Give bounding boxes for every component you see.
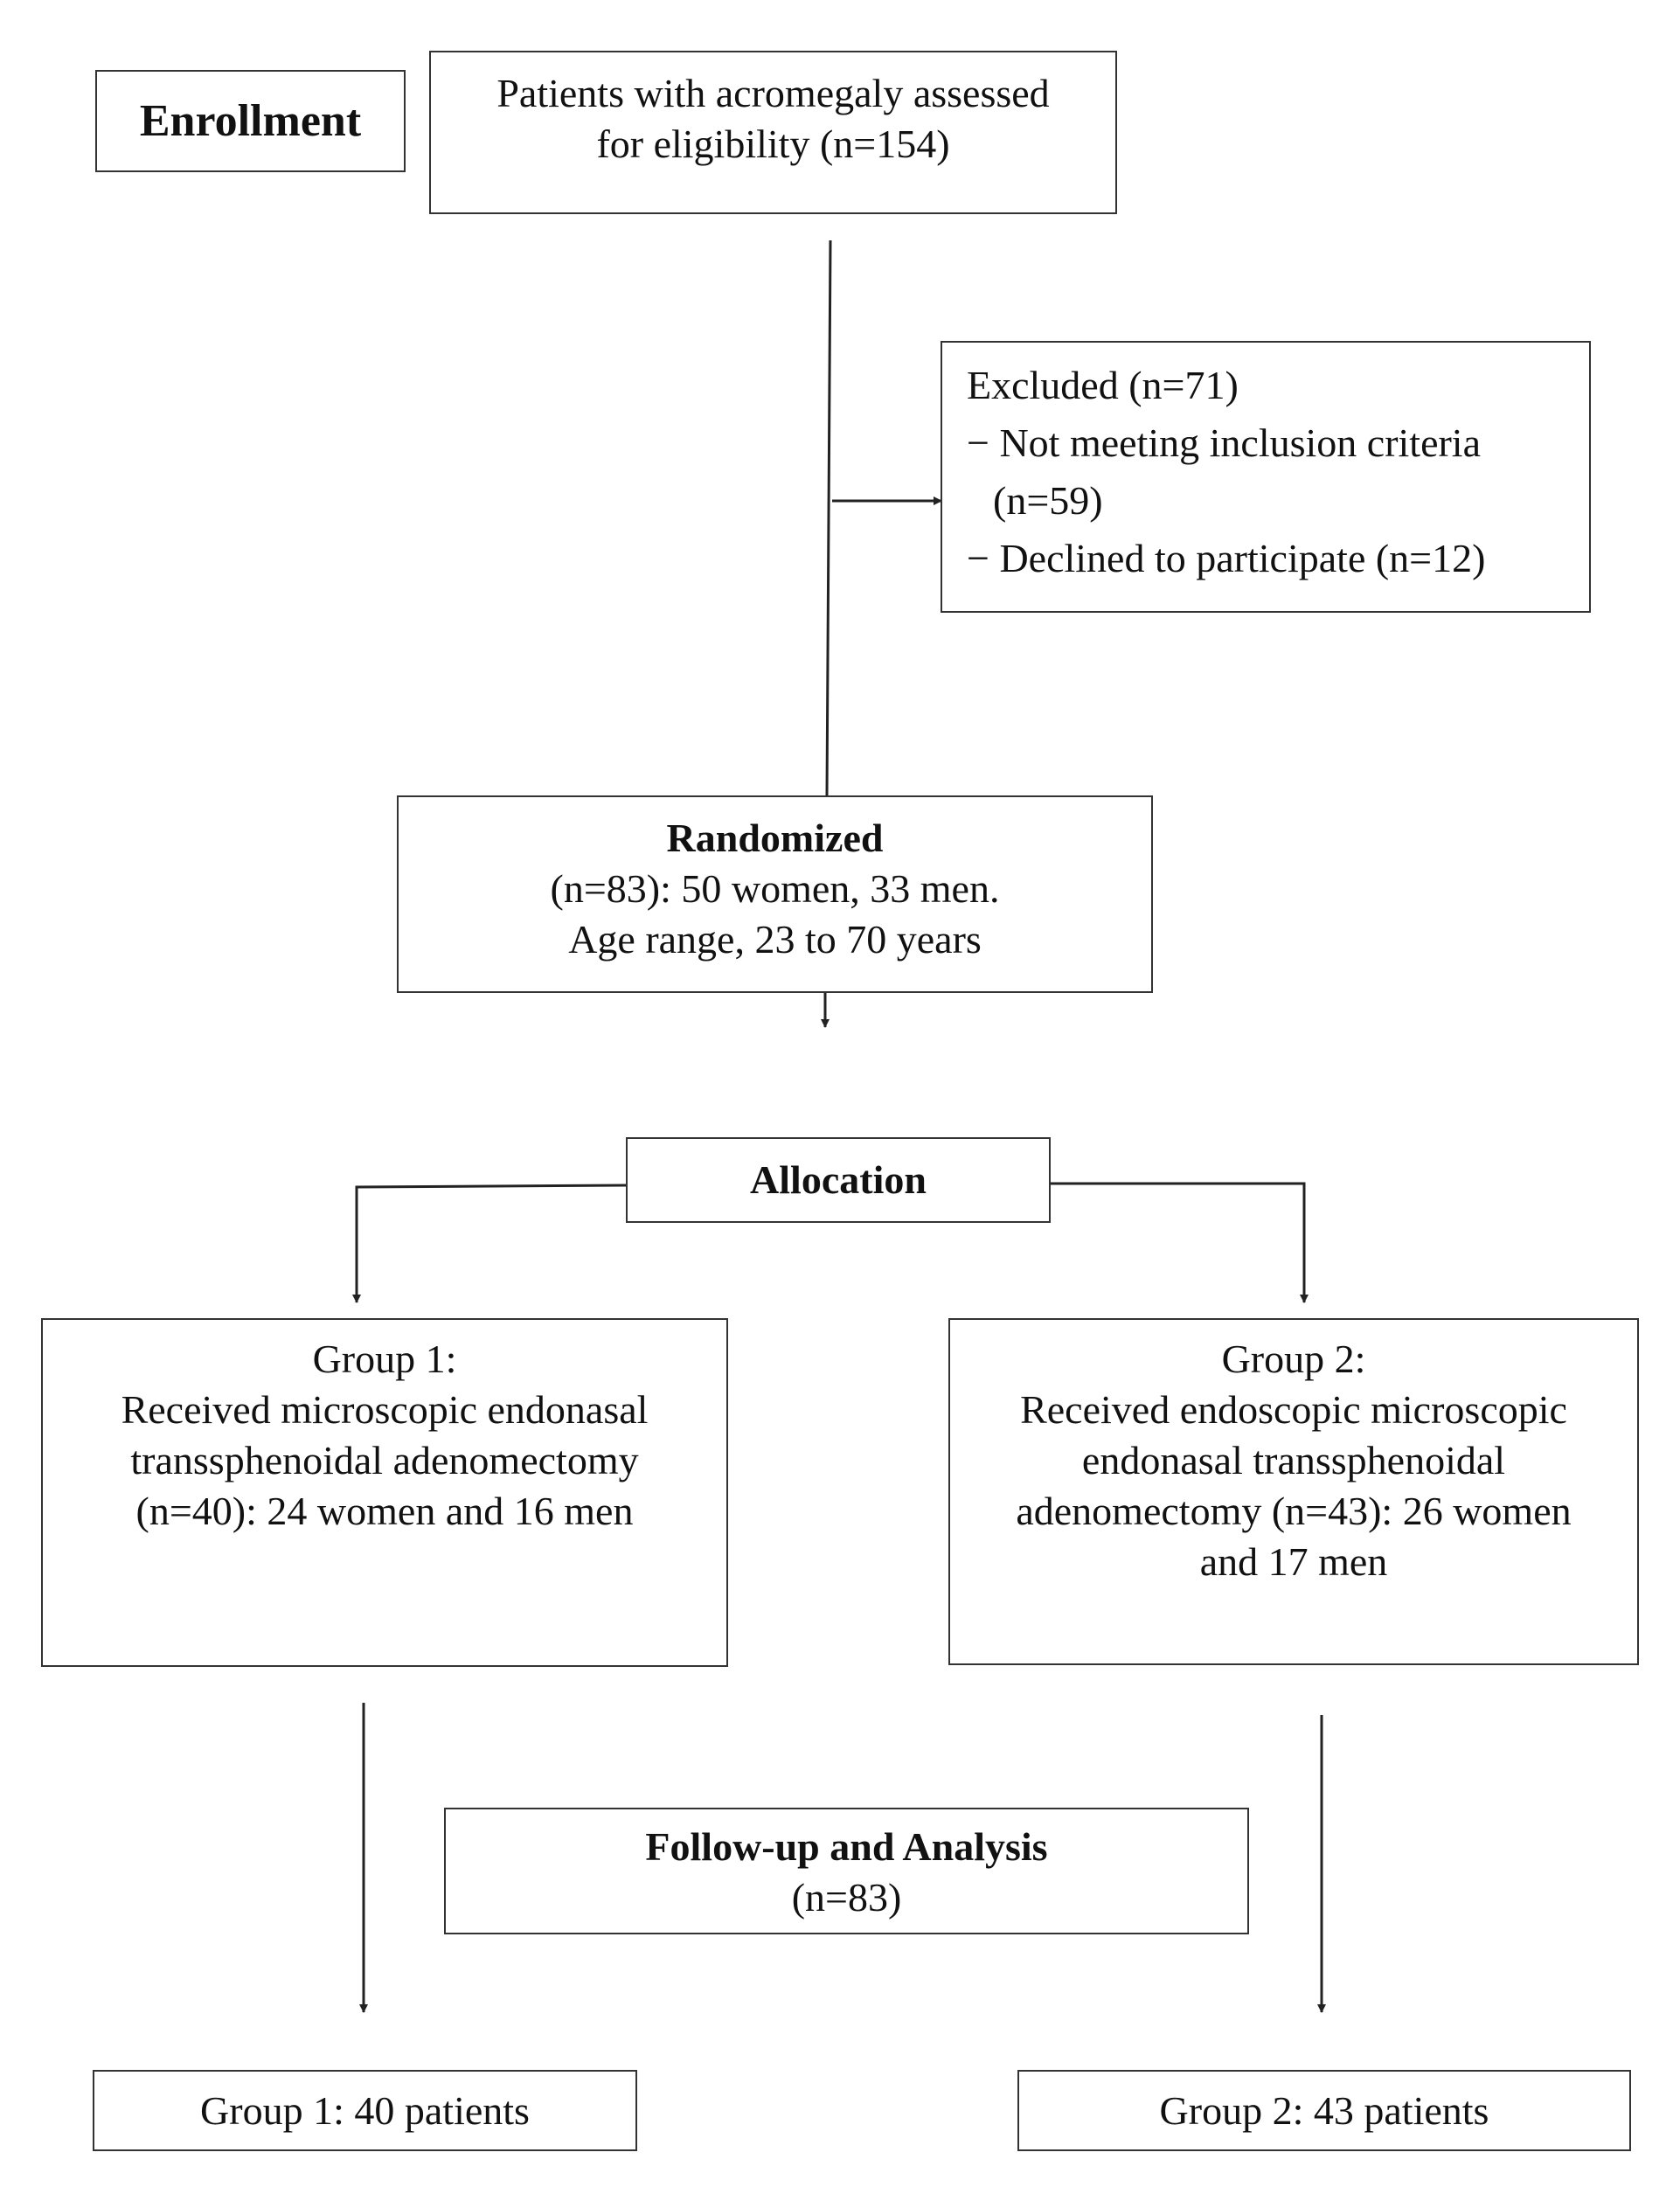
randomized-box: Randomized (n=83): 50 women, 33 men. Age…: [397, 795, 1153, 993]
assessed-box: Patients with acromegaly assessed for el…: [429, 51, 1117, 214]
group2-line-2: endonasal transsphenoidal: [1081, 1438, 1506, 1482]
group2-title: Group 2:: [1221, 1337, 1366, 1381]
group2-line-1: Received endoscopic microscopic: [1020, 1387, 1567, 1432]
randomized-line-2: Age range, 23 to 70 years: [568, 917, 982, 962]
arrow-allocation-to-group2: [1051, 1182, 1309, 1303]
allocation-box: Allocation: [626, 1137, 1051, 1223]
followup-title: Follow-up and Analysis: [645, 1824, 1048, 1869]
group1-line-1: Received microscopic endonasal: [121, 1387, 649, 1432]
excluded-item-2: − Declined to participate (n=12): [967, 536, 1486, 580]
enrollment-label: Enrollment: [139, 95, 362, 146]
group1-line-3: (n=40): 24 women and 16 men: [135, 1489, 634, 1533]
group2-box: Group 2: Received endoscopic microscopic…: [948, 1318, 1639, 1665]
result1-label: Group 1: 40 patients: [200, 2087, 530, 2133]
allocation-label: Allocation: [750, 1157, 927, 1202]
excluded-item-1-line-1: − Not meeting inclusion criteria: [967, 420, 1482, 465]
assessed-line-1: Patients with acromegaly assessed: [496, 71, 1050, 115]
group1-title: Group 1:: [312, 1337, 457, 1381]
excluded-item-1-line-2: (n=59): [993, 478, 1103, 523]
result2-box: Group 2: 43 patients: [1017, 2070, 1631, 2151]
randomized-title: Randomized: [666, 816, 884, 860]
group1-box: Group 1: Received microscopic endonasal …: [41, 1318, 728, 1667]
group1-line-2: transsphenoidal adenomectomy: [130, 1438, 639, 1482]
enrollment-box: Enrollment: [95, 70, 406, 172]
followup-box: Follow-up and Analysis (n=83): [444, 1808, 1249, 1934]
randomized-line-1: (n=83): 50 women, 33 men.: [550, 866, 1000, 911]
excluded-box: Excluded (n=71) − Not meeting inclusion …: [941, 341, 1591, 613]
assessed-line-2: for eligibility (n=154): [596, 122, 950, 166]
group2-line-4: and 17 men: [1199, 1539, 1388, 1584]
followup-line-1: (n=83): [791, 1875, 902, 1920]
result1-box: Group 1: 40 patients: [93, 2070, 637, 2151]
group2-line-3: adenomectomy (n=43): 26 women: [1016, 1489, 1572, 1533]
line-assessed-to-randomized: [825, 240, 832, 796]
excluded-title: Excluded (n=71): [967, 363, 1239, 407]
result2-label: Group 2: 43 patients: [1159, 2087, 1489, 2133]
arrow-allocation-to-group1: [352, 1184, 627, 1303]
